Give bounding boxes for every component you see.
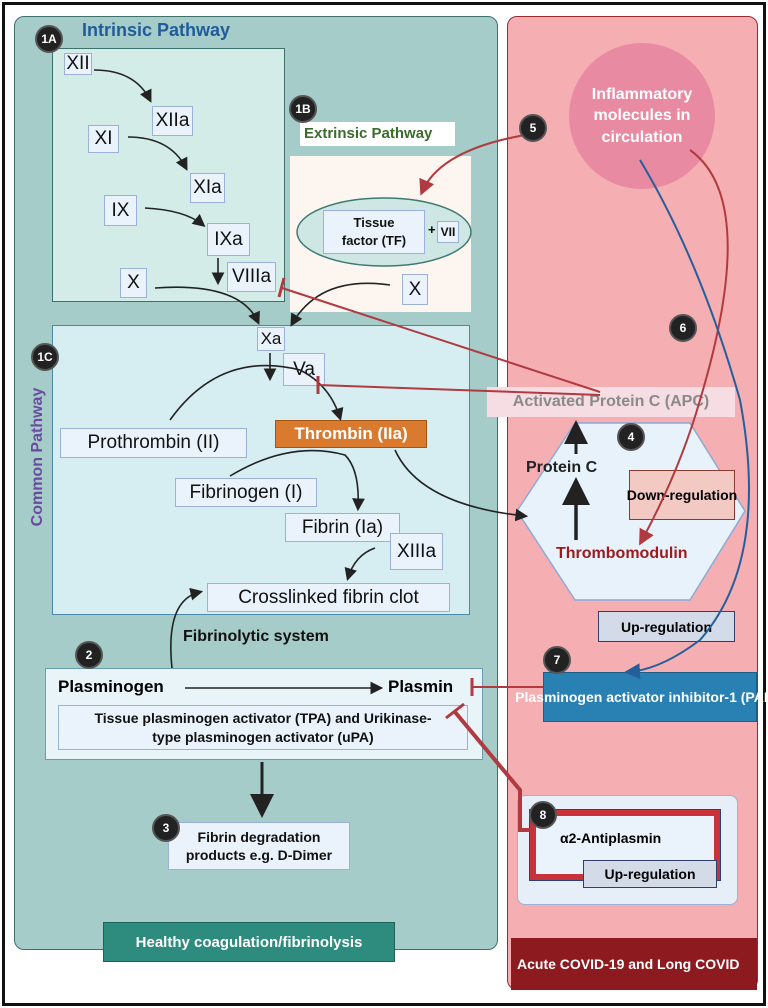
badge-1c: 1C <box>31 343 59 371</box>
inhibit-apc-va <box>317 384 601 396</box>
arrow-fibrinogen-fibrin <box>229 449 365 512</box>
pai1-up-regulation-box: Up-regulation <box>598 611 735 642</box>
inhibit-antiplasmin-plasmin-bar <box>445 702 465 720</box>
badge-6: 6 <box>669 314 697 342</box>
plasminogen-activators-box: Tissue plasminogen activator (TPA) and U… <box>58 705 468 750</box>
factor-viiia: VIIIa <box>227 262 276 292</box>
arrow-extrinsic-xa <box>290 282 391 327</box>
factor-ixa: IXa <box>207 223 250 256</box>
factor-xi: XI <box>88 125 119 153</box>
factor-x-intrinsic: X <box>120 268 147 298</box>
covid-label: Acute COVID-19 and Long COVID <box>511 938 757 990</box>
tissue-factor-box: Tissue factor (TF) <box>323 210 425 254</box>
fibrinolytic-title: Fibrinolytic system <box>183 628 329 645</box>
plasminogen-label: Plasminogen <box>58 677 164 696</box>
protein-c-label: Protein C <box>526 459 598 476</box>
factor-vii: VII <box>437 221 459 243</box>
pai1-box: Plasminogen activator inhibitor-1 (PAI-1… <box>515 672 768 722</box>
factor-va: Va <box>283 353 325 386</box>
inflammatory-label: Inflammatory molecules in circulation <box>591 85 693 146</box>
healthy-coagulation-label: Healthy coagulation/fibrinolysis <box>103 922 395 962</box>
factor-xia: XIa <box>190 173 225 203</box>
fibrin-degradation-products-box: Fibrin degradation products e.g. D-Dimer <box>168 822 350 870</box>
crosslinked-fibrin-clot-box: Crosslinked fibrin clot <box>207 583 450 612</box>
inhibit-antiplasmin-plasmin <box>453 710 532 832</box>
factor-xiia: XIIa <box>152 106 193 136</box>
intrinsic-pathway-box <box>52 48 285 302</box>
arrow-plasminogen-clot <box>170 587 204 669</box>
down-regulation-box: Down-regulation <box>627 470 737 520</box>
factor-xiiia: XIIIa <box>390 533 443 570</box>
arrow-xi-xia <box>127 136 188 171</box>
plus-sign: + <box>428 222 436 237</box>
badge-4: 4 <box>617 423 645 451</box>
thrombomodulin-label: Thrombomodulin <box>556 545 688 562</box>
arrow-thrombin-protein-c <box>394 449 529 522</box>
intrinsic-title: Intrinsic Pathway <box>82 20 231 40</box>
plasmin-label: Plasmin <box>388 677 454 696</box>
arrow-ix-ixa <box>144 207 206 228</box>
badge-8: 8 <box>529 801 557 829</box>
factor-xii: XII <box>64 53 92 75</box>
arrow-prothrombin-thrombin <box>169 364 344 422</box>
badge-3: 3 <box>152 814 180 842</box>
inflammatory-molecules-circle: Inflammatory molecules in circulation <box>569 43 715 189</box>
badge-1a: 1A <box>35 25 63 53</box>
prothrombin-box: Prothrombin (II) <box>60 428 247 458</box>
factor-ix: IX <box>104 195 137 226</box>
arrow-xii-xiia <box>93 69 152 103</box>
inhibit-apc-viiia <box>281 287 601 393</box>
arrow-inflammation-pai1 <box>624 159 750 680</box>
badge-2: 2 <box>75 641 103 669</box>
badge-1b: 1B <box>289 95 317 123</box>
fibrinogen-box: Fibrinogen (I) <box>175 478 317 507</box>
arrow-inflammation-tf <box>419 134 526 196</box>
antiplasmin-label: α2-Antiplasmin <box>560 830 662 846</box>
badge-7: 7 <box>543 646 571 674</box>
factor-x-extrinsic: X <box>402 274 428 305</box>
inhibit-apc-viiia-bar <box>277 277 286 298</box>
factor-xa: Xa <box>257 327 285 351</box>
extrinsic-title: Extrinsic Pathway <box>300 122 455 146</box>
arrow-x-xa <box>154 286 260 325</box>
badge-5: 5 <box>519 114 547 142</box>
antiplasmin-up-regulation-box: Up-regulation <box>583 860 717 888</box>
arrow-xiiia-clot <box>344 547 376 582</box>
fibrin-box: Fibrin (Ia) <box>285 513 400 542</box>
arrow-inflammation-thrombomodulin <box>639 149 729 546</box>
thrombin-box: Thrombin (IIa) <box>275 420 427 448</box>
